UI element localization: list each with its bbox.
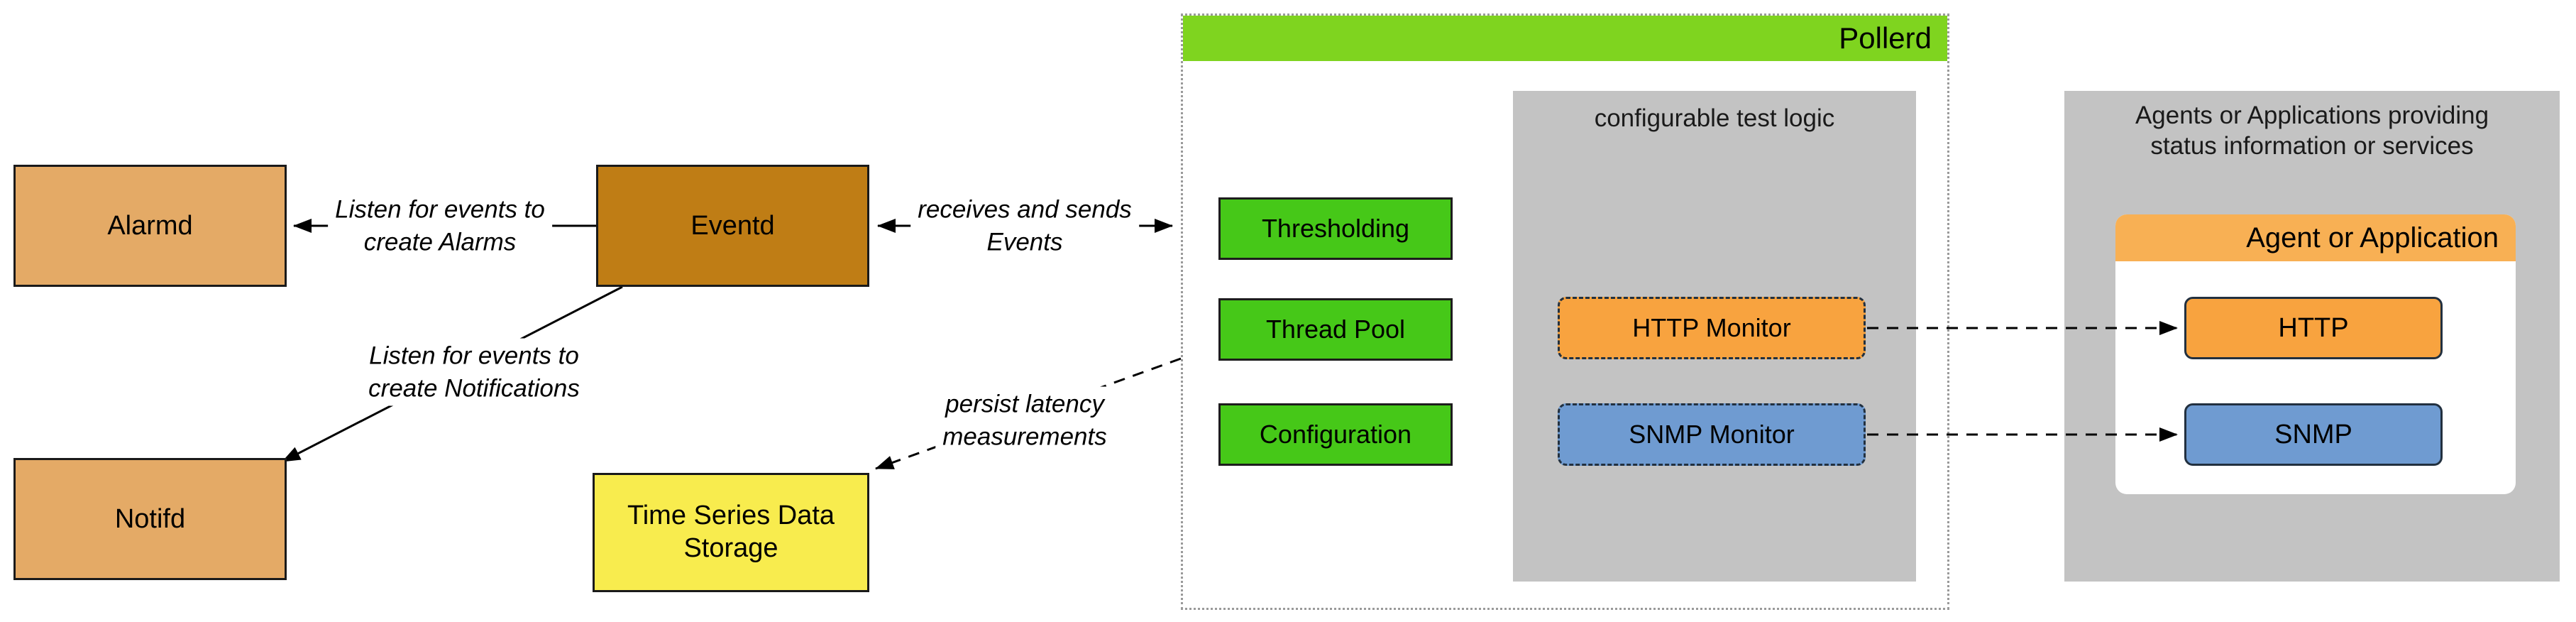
snmp-monitor-label: SNMP Monitor	[1629, 420, 1795, 449]
notifd-label: Notifd	[114, 503, 186, 534]
eventd-node: Eventd	[596, 165, 869, 287]
http-node: HTTP	[2184, 297, 2443, 359]
snmp-monitor-node: SNMP Monitor	[1558, 403, 1866, 466]
alarmd-label: Alarmd	[107, 210, 193, 241]
configurable-test-logic-title: configurable test logic	[1594, 104, 1835, 132]
http-label: HTTP	[2278, 312, 2349, 343]
edge-label-listen-notifications: Listen for events to create Notification…	[361, 338, 587, 406]
edge-label-listen-alarms: Listen for events to create Alarms	[328, 192, 552, 260]
alarmd-node: Alarmd	[13, 165, 287, 287]
agents-applications-title: Agents or Applications providing status …	[2135, 102, 2489, 160]
thread-pool-label: Thread Pool	[1265, 315, 1406, 344]
edge-label-receives-and-sends-events: receives and sends Events	[910, 192, 1139, 260]
pollerd-title: Pollerd	[1839, 21, 1932, 55]
time-series-data-storage-node: Time Series Data Storage	[593, 473, 869, 592]
thresholding-node: Thresholding	[1218, 197, 1453, 260]
thresholding-label: Thresholding	[1261, 214, 1410, 243]
snmp-label: SNMP	[2274, 419, 2352, 449]
eventd-label: Eventd	[690, 210, 775, 241]
configuration-label: Configuration	[1259, 420, 1412, 449]
configuration-node: Configuration	[1218, 403, 1453, 466]
snmp-node: SNMP	[2184, 403, 2443, 466]
agent-application-title: Agent or Application	[2246, 222, 2499, 253]
agent-application-header: Agent or Application	[2115, 214, 2516, 261]
http-monitor-node: HTTP Monitor	[1558, 297, 1866, 359]
http-monitor-label: HTTP Monitor	[1632, 313, 1791, 342]
edge-label-persist-latency-measurements: persist latency measurements	[935, 386, 1114, 454]
notifd-node: Notifd	[13, 458, 287, 580]
time-series-data-storage-label: Time Series Data Storage	[627, 501, 835, 563]
thread-pool-node: Thread Pool	[1218, 298, 1453, 361]
pollerd-header: Pollerd	[1183, 16, 1947, 61]
